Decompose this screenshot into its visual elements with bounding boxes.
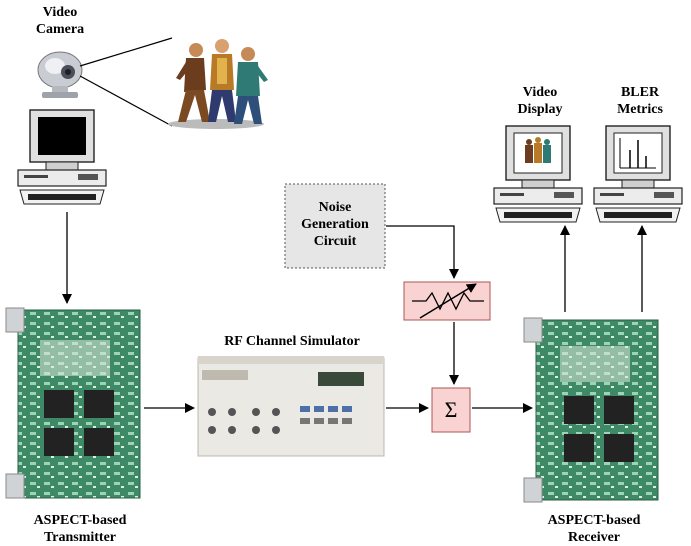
- people-clipart-icon: [525, 137, 551, 163]
- rf-simulator-device-icon: [197, 356, 385, 457]
- board-icon: [523, 317, 659, 503]
- camera-icon: [37, 51, 83, 98]
- video-display-label: Video Display: [517, 85, 563, 117]
- summer-symbol: Σ: [444, 397, 458, 422]
- video-camera-label: Video Camera: [35, 5, 85, 37]
- people-clipart-icon: [168, 39, 268, 129]
- computer-icon: [493, 125, 583, 223]
- connectors: [62, 212, 647, 413]
- noise-generation-label: Noise Generation Circuit: [301, 200, 369, 249]
- bler-metrics-label: BLER Metrics: [617, 85, 663, 117]
- transmitter-label: ASPECT-based Transmitter: [33, 513, 127, 545]
- attenuator-icon: [403, 281, 491, 321]
- noise-generation-box: [284, 183, 386, 269]
- board-icon: [5, 307, 141, 499]
- summer-box: [431, 387, 471, 433]
- bar-graph-icon: [619, 138, 656, 169]
- computer-icon: [593, 125, 683, 223]
- receiver-label: ASPECT-based Receiver: [547, 513, 641, 545]
- rf-channel-simulator-label: RF Channel Simulator: [224, 334, 360, 349]
- computer-icon: [17, 109, 107, 205]
- arrow-noise-to-attenuator: [386, 225, 459, 279]
